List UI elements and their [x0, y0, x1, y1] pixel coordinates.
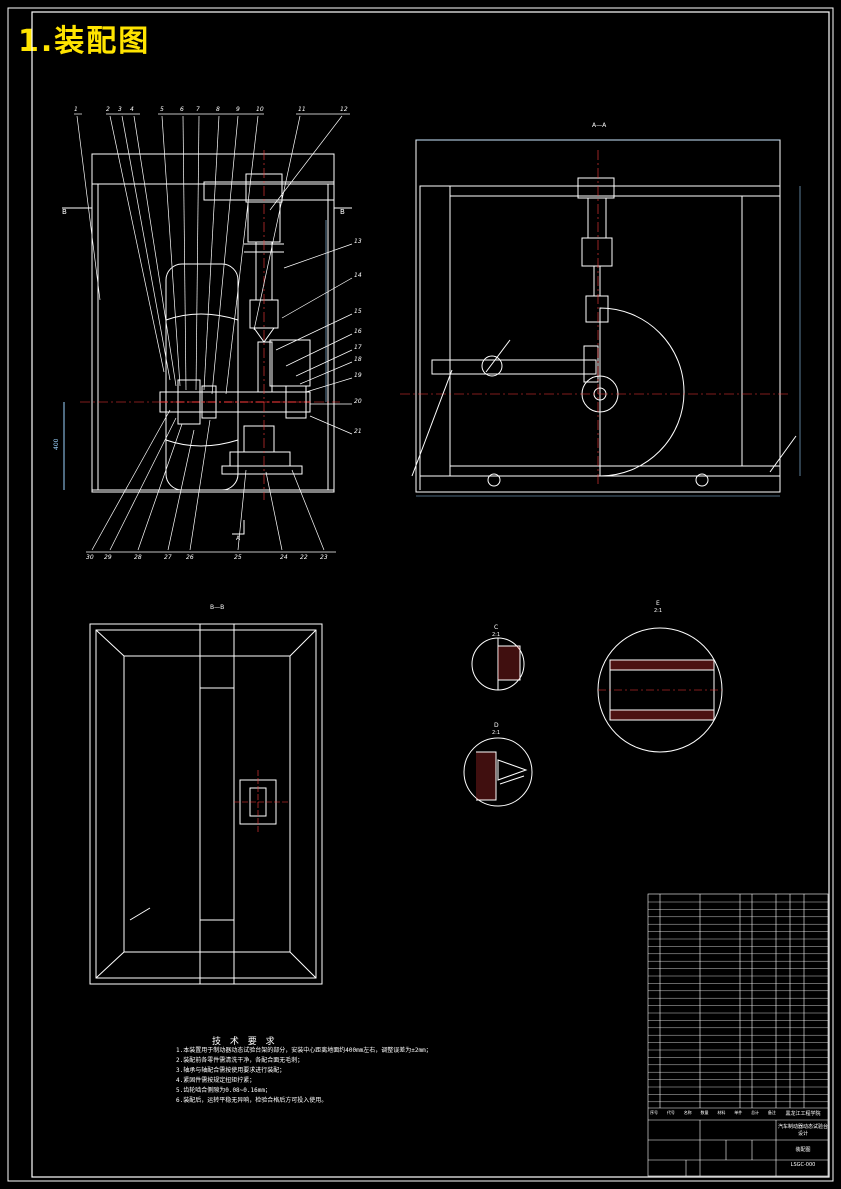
part-callout: 14: [354, 272, 362, 279]
label-e: E: [656, 600, 660, 607]
inner-border: [31, 11, 830, 1178]
label-c: C: [494, 624, 499, 631]
detail-c-view: [471, 637, 525, 691]
part-callout: 29: [104, 554, 112, 561]
tech-item: 2.装配前各零件需清洗干净，各配合面无毛刺；: [176, 1057, 304, 1064]
part-callout: 12: [340, 106, 348, 113]
part-callout: 27: [164, 554, 172, 561]
label-d: D: [494, 722, 499, 729]
part-callout: 28: [134, 554, 142, 561]
parts-list-header: 序号 代号 名称 数量 材料 单件 总计 备注: [650, 1110, 776, 1116]
svg-text:400: 400: [53, 438, 60, 450]
tech-item: 5.齿轮啮合侧隙为0.08~0.16mm；: [176, 1087, 271, 1094]
tech-requirements-list: 1.本装置用于制动器动态试验台架的部分，安装中心距离地面约400mm左右，调整误…: [176, 1046, 432, 1106]
drawing-number: LSGC-000: [790, 1162, 816, 1168]
part-callout: 11: [298, 106, 306, 113]
svg-text:B: B: [340, 208, 345, 216]
part-callout: 2: [106, 106, 110, 113]
part-callout: 13: [354, 238, 362, 245]
part-callout: 5: [160, 106, 164, 113]
part-callout: 9: [236, 106, 240, 113]
part-callout: 23: [320, 554, 328, 561]
part-callout: 10: [256, 106, 264, 113]
detail-e-view: [597, 627, 723, 753]
leader-lines-top: [74, 113, 350, 395]
tech-item: 3.轴承与轴配合需按使用要求进行装配；: [176, 1067, 286, 1074]
part-callout: 26: [186, 554, 194, 561]
tech-item: 1.本装置用于制动器动态试验台架的部分，安装中心距离地面约400mm左右，调整误…: [176, 1047, 432, 1054]
tech-requirements-heading: 技 术 要 求: [212, 1037, 278, 1047]
parts-header-col: 代号: [666, 1110, 675, 1115]
label-d-scale: 2:1: [492, 730, 501, 736]
part-callout: 4: [130, 106, 134, 113]
part-callout: 8: [216, 106, 220, 113]
part-callout: 16: [354, 328, 362, 335]
part-callout: 25: [234, 554, 242, 561]
part-callout: 30: [86, 554, 94, 561]
part-callout: 6: [180, 106, 184, 113]
drawing-subtitle: 装配图: [795, 1147, 811, 1153]
label-bb: B—B: [210, 604, 225, 611]
part-callout: 24: [280, 554, 288, 561]
label-c-scale: 2:1: [492, 632, 501, 638]
svg-text:A: A: [236, 535, 241, 542]
school-name: 黑龙江工程学院: [785, 1111, 821, 1117]
part-callout: 19: [354, 372, 362, 379]
part-callout: 22: [300, 554, 308, 561]
part-callout: 21: [354, 428, 362, 435]
parts-header-col: 单件: [734, 1110, 743, 1115]
part-callout: 7: [196, 106, 200, 113]
part-callout: 3: [118, 106, 122, 113]
part-callout: 18: [354, 356, 362, 363]
parts-header-col: 材料: [717, 1110, 726, 1115]
tech-item: 4.紧固件需按规定扭矩拧紧；: [176, 1077, 256, 1084]
outer-border: [7, 7, 834, 1182]
label-e-scale: 2:1: [654, 608, 663, 614]
label-aa: A—A: [592, 122, 607, 129]
parts-list-rows: [648, 901, 828, 1103]
part-callout: 15: [354, 308, 362, 315]
parts-header-col: 名称: [683, 1110, 692, 1115]
leader-lines-right: [275, 243, 353, 435]
parts-header-col: 总计: [751, 1110, 760, 1115]
parts-header-col: 数量: [700, 1110, 709, 1115]
page-title: 1.装配图: [18, 24, 151, 59]
parts-header-col: 序号: [650, 1110, 658, 1115]
detail-d-view: [463, 737, 533, 807]
leader-lines-bottom: [86, 409, 336, 553]
section-aa-view: [400, 139, 801, 497]
part-callout: 1: [74, 106, 78, 113]
part-callout: 20: [354, 398, 362, 405]
main-view: B B 400 A: [53, 150, 352, 542]
part-callout: 17: [354, 344, 362, 351]
parts-header-col: 备注: [767, 1110, 776, 1115]
svg-text:B: B: [62, 208, 67, 216]
tech-item: 6.装配后，运转平稳无异响，检验合格后方可投入使用。: [176, 1097, 328, 1104]
section-bb-view: [89, 623, 323, 985]
drawing-name: 汽车制动器动态试验台设计: [778, 1124, 829, 1137]
